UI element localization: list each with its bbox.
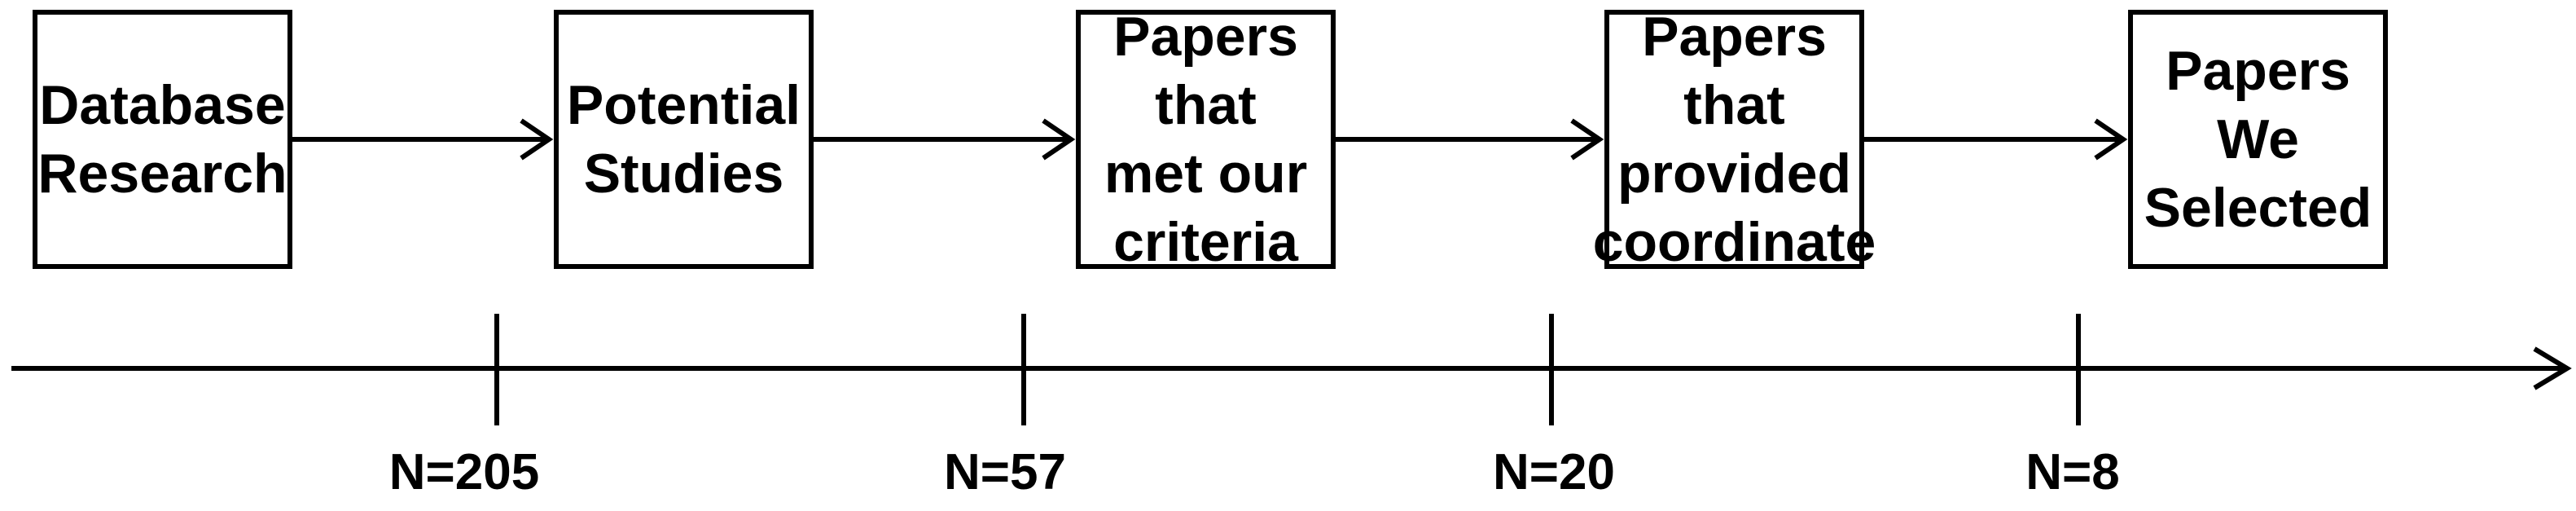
- step-box-potential-studies: Potential Studies: [554, 10, 814, 269]
- count-label-2: N=57: [944, 444, 1066, 500]
- step-label: Papers that provided coordinate: [1592, 6, 1876, 273]
- step-box-provided-coordinate: Papers that provided coordinate: [1593, 6, 1876, 273]
- step-box-database-research: Database Research: [33, 10, 292, 269]
- count-label-3: N=20: [1493, 444, 1615, 500]
- step-label: Papers that met our criteria: [1104, 6, 1308, 273]
- connector-arrow-2: [814, 118, 1076, 161]
- count-label-4: N=8: [2025, 444, 2120, 500]
- step-label: Potential Studies: [566, 74, 801, 205]
- step-box-met-criteria: Papers that met our criteria: [1076, 6, 1336, 273]
- connector-arrow-1: [292, 118, 554, 161]
- step-box-papers-selected: Papers We Selected: [2128, 10, 2388, 269]
- count-label-1: N=205: [388, 444, 540, 500]
- step-label: Database Research: [37, 74, 287, 205]
- connector-arrow-4: [1864, 118, 2128, 161]
- step-label: Papers We Selected: [2144, 40, 2372, 239]
- timeline-axis: [11, 346, 2572, 390]
- connector-arrow-3: [1336, 118, 1604, 161]
